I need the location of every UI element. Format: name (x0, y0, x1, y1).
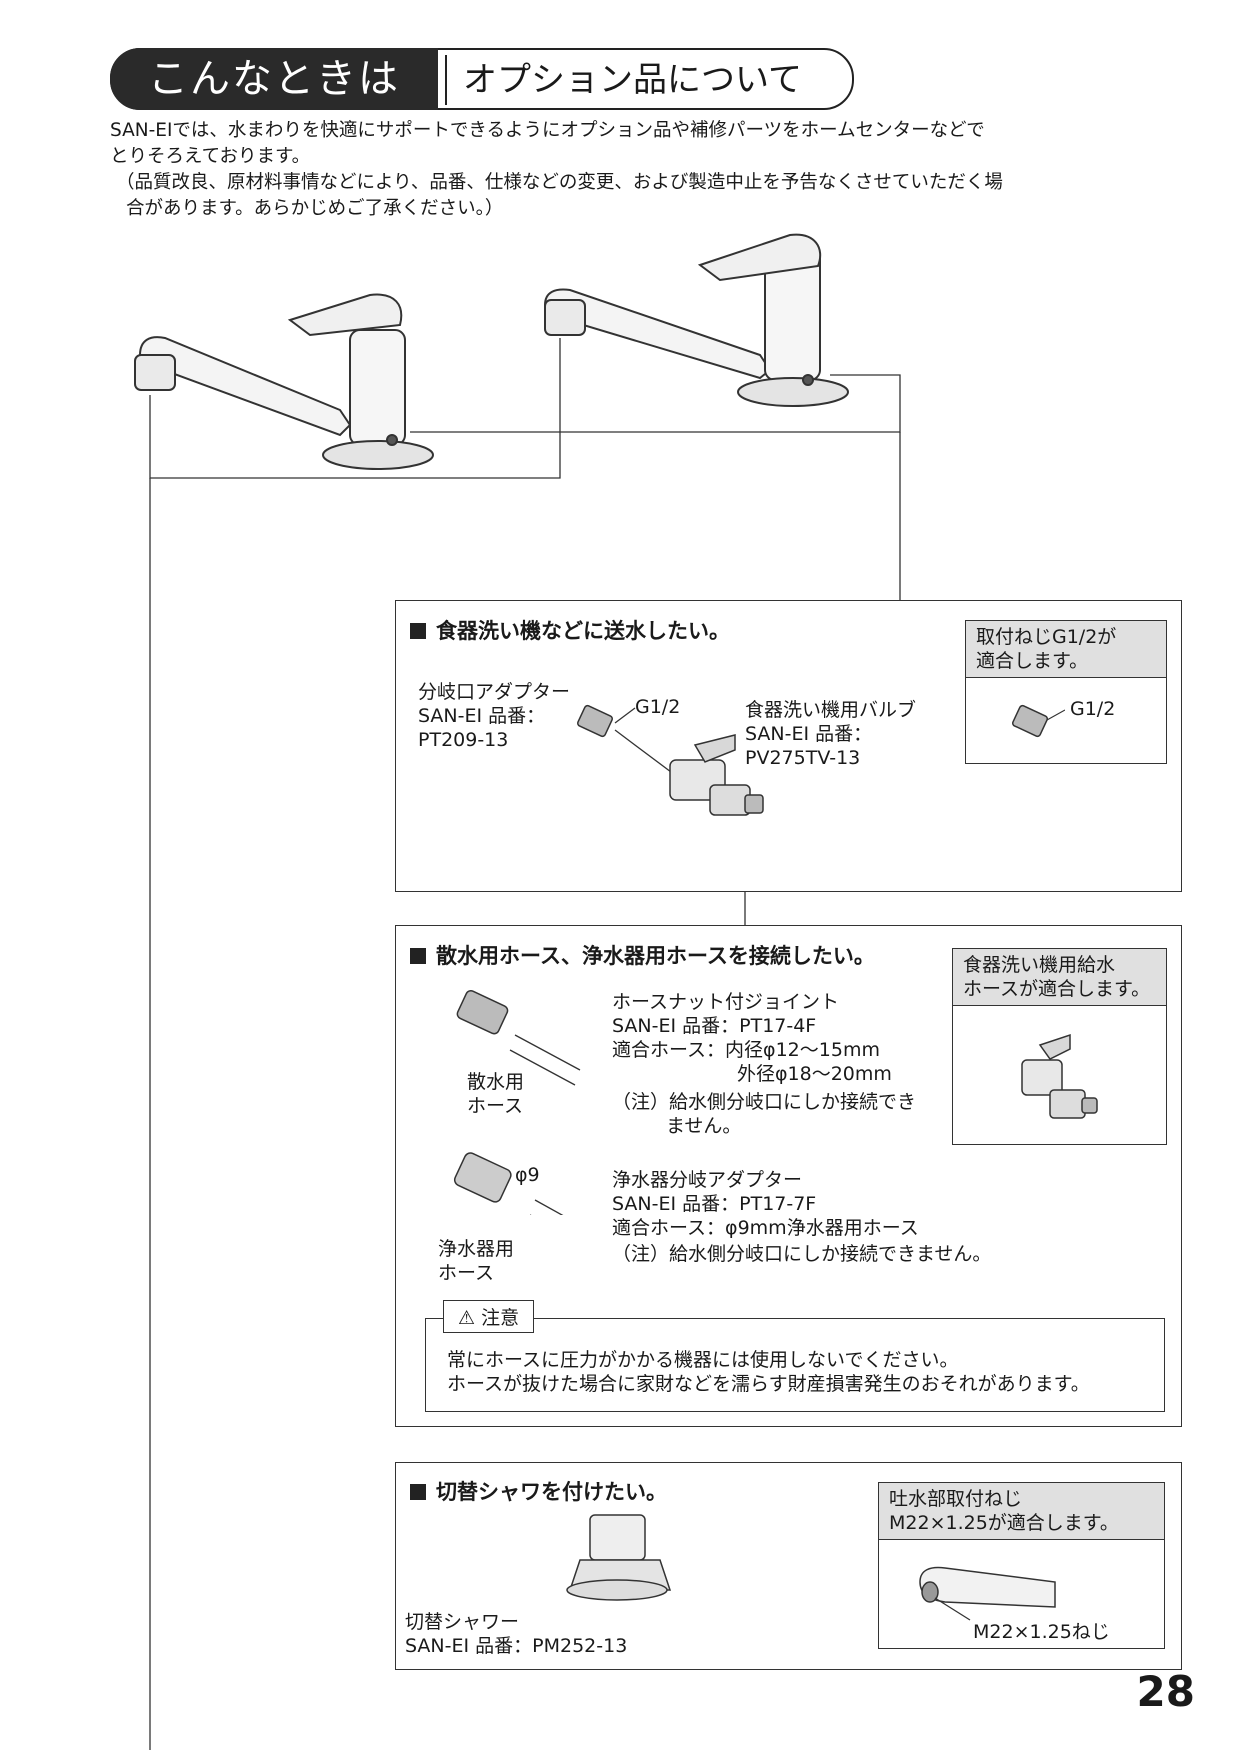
purifier-adapter-icon (453, 1152, 512, 1203)
section-heading-text: 切替シャワを付けたい。 (436, 1480, 667, 1504)
purifier-label: 浄水器分岐アダプター SAN-EI 品番：PT17-7F 適合ホース：φ9mm浄… (612, 1168, 991, 1266)
note-line: 適合します。 (976, 650, 1089, 672)
joint-hose-spec: 適合ホース：内径φ12～15mm (612, 1039, 880, 1061)
faucet-left (134, 293, 434, 470)
caution-line: ホースが抜けた場合に家財などを濡らす財産損害発生のおそれがあります。 (447, 1373, 1090, 1395)
note-line: ホースが適合します。 (963, 978, 1151, 1000)
shower-thread-label: M22×1.25ねじ (973, 1621, 1110, 1643)
joint-note: （注）給水側分岐口にしか接続でき (612, 1091, 917, 1113)
hose2-label-line: 浄水器用 (438, 1238, 515, 1260)
intro-line: SAN-EIでは、水まわりを快適にサポートできるようにオプション品や補修パーツを… (110, 120, 985, 141)
section-shower-heading: 切替シャワを付けたい。 (410, 1476, 667, 1506)
hose-nut-joint-icon (456, 990, 509, 1035)
shower-name: 切替シャワー (405, 1611, 520, 1633)
page-subtitle: オプション品について (445, 55, 843, 105)
note-line: 食器洗い機用給水 (963, 954, 1116, 976)
square-bullet-icon (410, 1484, 426, 1500)
hose2-label: 浄水器用 ホース (438, 1237, 514, 1285)
hose2-label-line: ホース (438, 1262, 495, 1284)
note-line: 取付ねじG1/2が (976, 626, 1117, 648)
hose1-label-line: ホース (467, 1095, 524, 1117)
caution-text: 常にホースに圧力がかかる機器には使用しないでください。 ホースが抜けた場合に家財… (447, 1348, 1090, 1396)
joint-label: ホースナット付ジョイント SAN-EI 品番：PT17-4F 適合ホース：内径φ… (612, 990, 916, 1138)
adapter-code: PT209-13 (418, 729, 509, 751)
joint-code: SAN-EI 品番：PT17-4F (612, 1015, 817, 1037)
valve-label: 食器洗い機用バルブ SAN-EI 品番： PV275TV-13 (745, 698, 916, 770)
dishwasher-note-header: 取付ねじG1/2が 適合します。 (966, 621, 1166, 678)
note-line: M22×1.25が適合します。 (889, 1512, 1119, 1534)
hose1-label-line: 散水用 (467, 1071, 525, 1093)
section-hose-heading: 散水用ホース、浄水器用ホースを接続したい。 (410, 940, 875, 970)
adapter-label: 分岐口アダプター SAN-EI 品番： PT209-13 (418, 680, 570, 752)
caution-label-text: 注意 (481, 1307, 520, 1329)
adapter-valve-drawing (576, 704, 764, 816)
adapter-code-label: SAN-EI 品番： (418, 705, 546, 727)
intro-line: （品質改良、原材料事情などにより、品番、仕様などの変更、および製造中止を予告なく… (116, 172, 1003, 193)
purifier-hose-spec: 適合ホース：φ9mm浄水器用ホース (612, 1217, 919, 1239)
adapter-nut-icon (576, 704, 614, 738)
faucet-right (543, 233, 849, 407)
shower-note-box: 吐水部取付ねじ M22×1.25が適合します。 (878, 1482, 1165, 1649)
intro-line: 合があります。あらかじめご了承ください。） (126, 198, 504, 219)
adapter-name: 分岐口アダプター (418, 681, 571, 703)
section-dishwasher-heading: 食器洗い機などに送水したい。 (410, 615, 730, 645)
note-line: 吐水部取付ねじ (889, 1488, 1023, 1510)
caution-label: ⚠ 注意 (443, 1300, 535, 1333)
joint-name: ホースナット付ジョイント (612, 991, 840, 1013)
section-hose (395, 925, 1182, 1427)
valve-code: PV275TV-13 (745, 747, 861, 769)
hose1-label: 散水用 ホース (467, 1070, 524, 1118)
phi-label: φ9 (515, 1164, 540, 1186)
hose-note-box: 食器洗い機用給水 ホースが適合します。 (952, 948, 1167, 1145)
caution-box (425, 1318, 1165, 1412)
switch-shower-icon (566, 1514, 672, 1601)
hose-note-header: 食器洗い機用給水 ホースが適合します。 (953, 949, 1166, 1006)
page-title: こんなときは (110, 48, 438, 110)
shower-note-header: 吐水部取付ねじ M22×1.25が適合します。 (879, 1483, 1164, 1540)
section-heading-text: 食器洗い機などに送水したい。 (436, 619, 730, 643)
warning-triangle-icon: ⚠ (458, 1307, 476, 1329)
square-bullet-icon (410, 623, 426, 639)
valve-name: 食器洗い機用バルブ (745, 699, 917, 721)
spout-icon (919, 1566, 1056, 1621)
purifier-note: （注）給水側分岐口にしか接続できません。 (612, 1243, 992, 1265)
purifier-name: 浄水器分岐アダプター (612, 1169, 803, 1191)
caution-line: 常にホースに圧力がかかる機器には使用しないでください。 (447, 1349, 959, 1371)
dishwasher-valve-icon (1021, 1033, 1098, 1119)
shower-code: SAN-EI 品番：PM252-13 (405, 1635, 628, 1657)
intro-line: とりそろえております。 (110, 146, 311, 167)
page-number: 28 (1136, 1667, 1195, 1716)
square-bullet-icon (410, 948, 426, 964)
hose-joints-drawing (453, 990, 581, 1215)
dishwasher-note-box: 取付ねじG1/2が 適合します。 (965, 620, 1167, 764)
valve-code-label: SAN-EI 品番： (745, 723, 873, 745)
note-thread-label: G1/2 (1070, 698, 1116, 720)
intro-text: SAN-EIでは、水まわりを快適にサポートできるようにオプション品や補修パーツを… (110, 118, 1110, 222)
shower-label: 切替シャワー SAN-EI 品番：PM252-13 (405, 1610, 627, 1658)
thread-fitting-icon (1011, 704, 1065, 738)
adapter-thread-label: G1/2 (635, 696, 681, 718)
joint-note: ません。 (666, 1115, 742, 1137)
purifier-code: SAN-EI 品番：PT17-7F (612, 1193, 817, 1215)
joint-hose-spec: 外径φ18～20mm (737, 1063, 892, 1085)
section-heading-text: 散水用ホース、浄水器用ホースを接続したい。 (436, 944, 875, 968)
